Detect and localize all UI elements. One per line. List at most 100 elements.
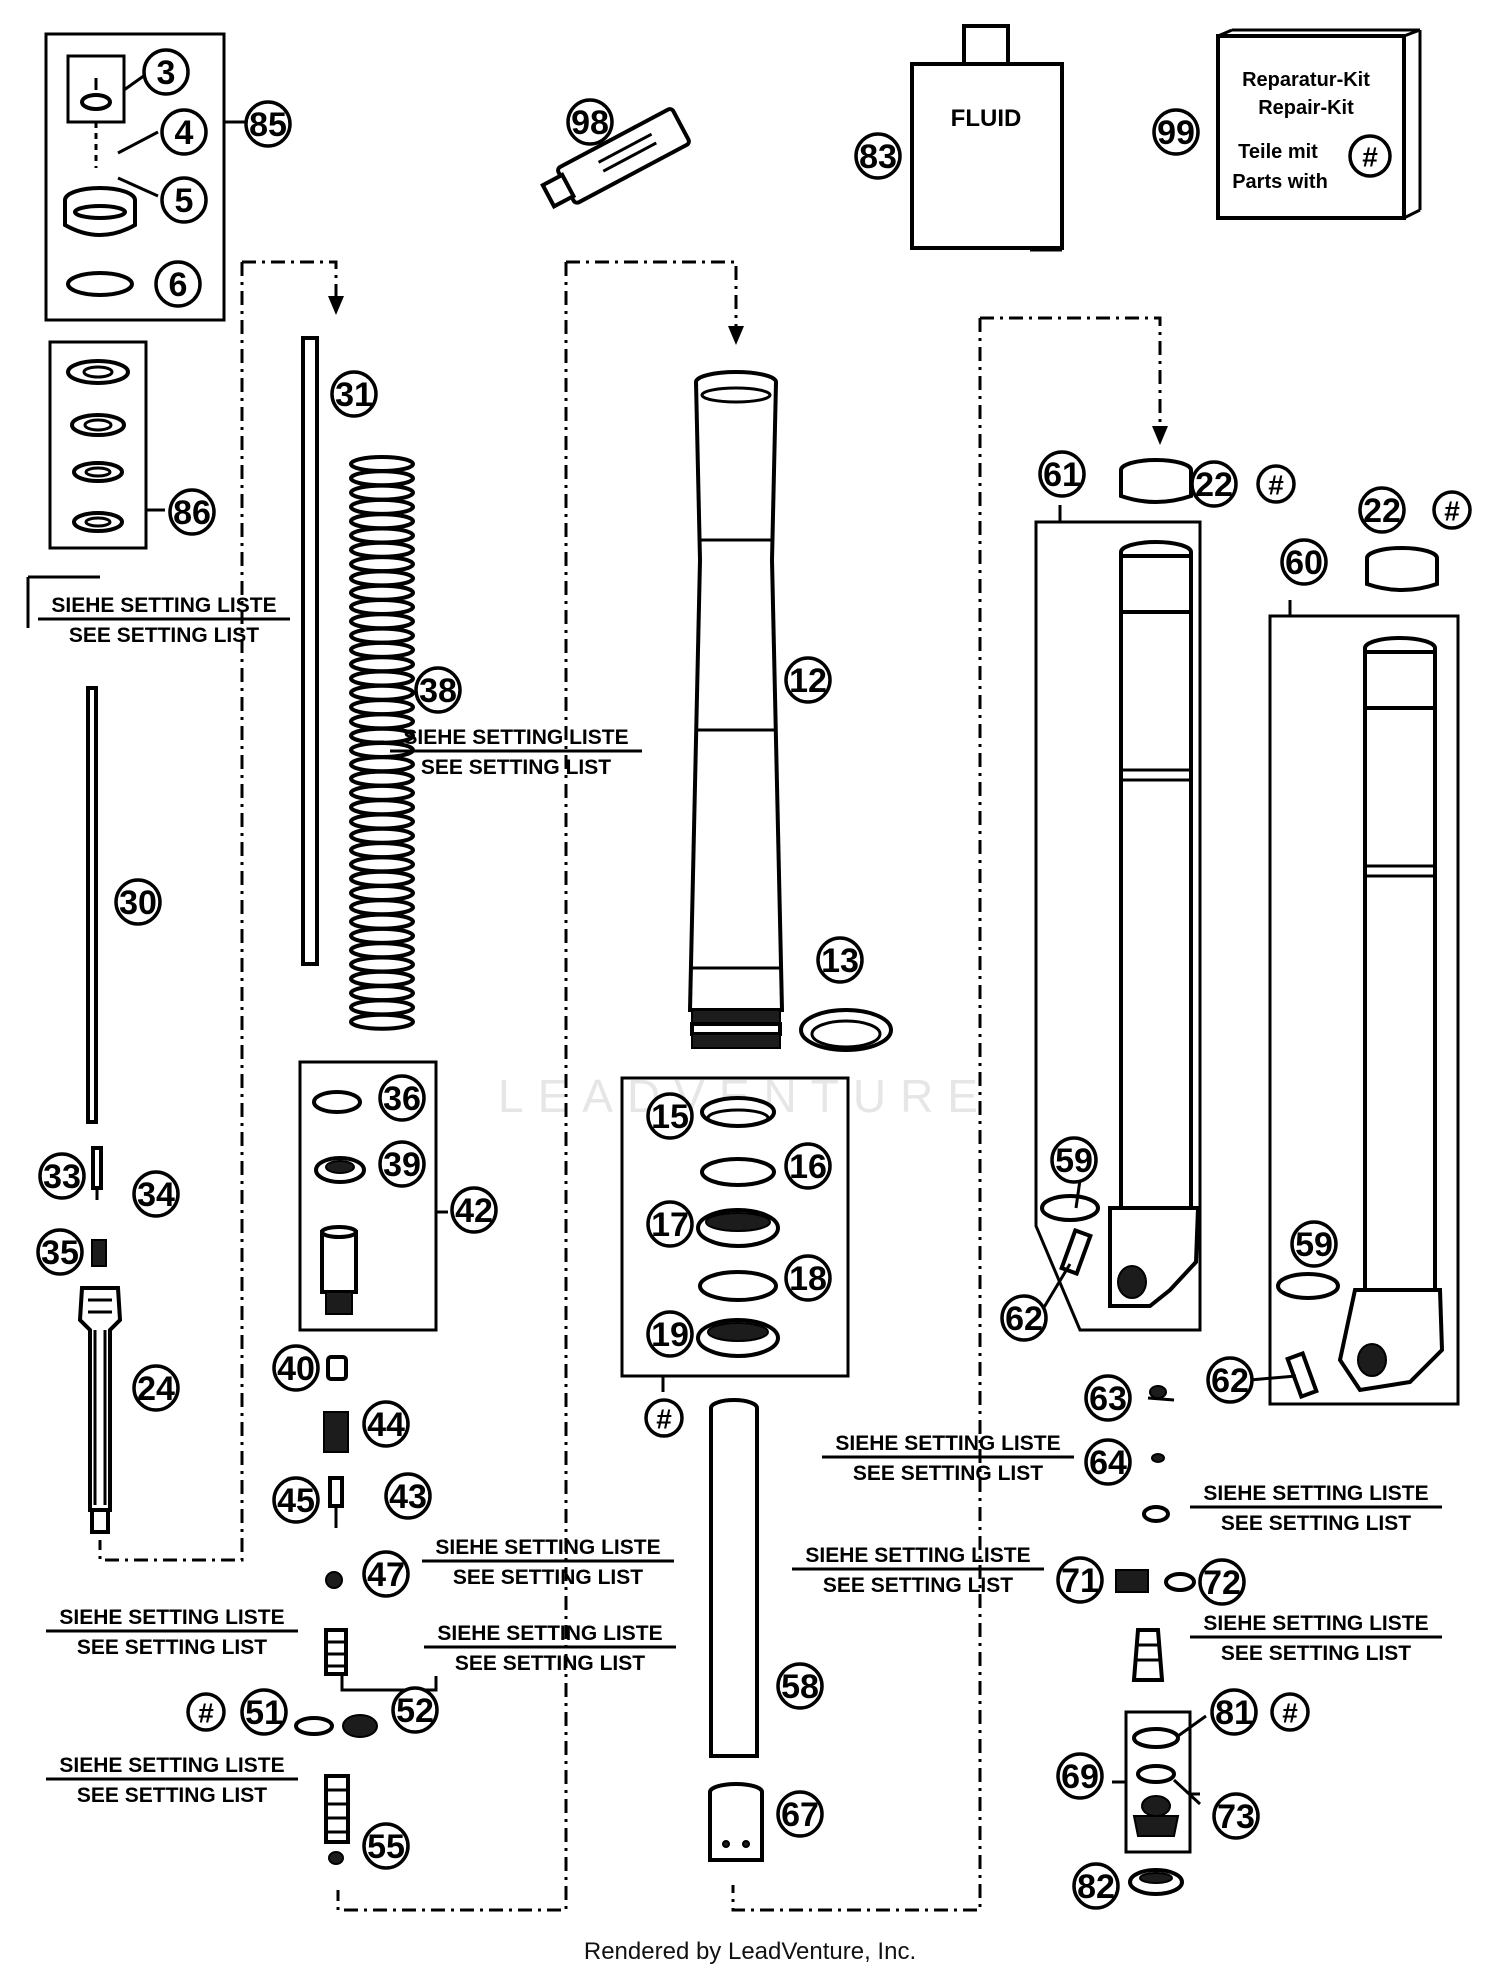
part-52-valve-seat	[342, 1714, 378, 1738]
callout-31: 31	[330, 370, 378, 418]
part-40-plug	[326, 1355, 348, 1381]
part-39-washer	[314, 1156, 366, 1184]
svg-text:60: 60	[1285, 544, 1323, 582]
spring-coil	[349, 926, 415, 945]
footer-credit: Rendered by LeadVenture, Inc.	[583, 1938, 917, 1965]
spring-coil	[349, 483, 415, 502]
svg-text:SEE SETTING LIST: SEE SETTING LIST	[77, 1636, 267, 1659]
svg-text:98: 98	[571, 104, 609, 142]
callout-35: 35	[36, 1228, 84, 1276]
callout-86: 86	[168, 488, 216, 536]
svg-text:30: 30	[119, 884, 157, 922]
spring-coil	[349, 812, 415, 831]
svg-text:15: 15	[651, 1098, 689, 1136]
svg-text:18: 18	[789, 1260, 827, 1298]
part-67-tube-bushing	[708, 1782, 764, 1862]
svg-text:51: 51	[245, 1694, 283, 1732]
svg-text:36: 36	[383, 1080, 421, 1118]
callout-6: 6	[154, 260, 202, 308]
hash-badge: #	[1432, 490, 1472, 530]
setting-list-note: SIEHE SETTING LISTE SEE SETTING LIST	[38, 594, 290, 647]
svg-text:83: 83	[859, 138, 897, 176]
spring-coil	[349, 640, 415, 659]
svg-text:SEE SETTING LIST: SEE SETTING LIST	[421, 756, 611, 779]
svg-text:SIEHE SETTING LISTE: SIEHE SETTING LISTE	[835, 1432, 1060, 1455]
spring-coil	[349, 998, 415, 1017]
svg-text:16: 16	[789, 1148, 827, 1186]
spring-coil	[349, 869, 415, 888]
hash-badge: #	[186, 1692, 226, 1732]
spring-coil	[349, 769, 415, 788]
svg-text:40: 40	[277, 1350, 315, 1388]
setting-list-note: SIEHE SETTING LISTE SEE SETTING LIST	[422, 1536, 674, 1589]
svg-text:82: 82	[1077, 1868, 1115, 1906]
callout-62: 62	[1000, 1294, 1048, 1342]
callout-58: 58	[776, 1662, 824, 1710]
part-22-bushing-top-b	[1365, 546, 1439, 592]
part-damper-rod	[86, 686, 98, 1124]
svg-text:62: 62	[1211, 1362, 1249, 1400]
svg-text:42: 42	[455, 1192, 493, 1230]
svg-text:SEE SETTING LIST: SEE SETTING LIST	[453, 1566, 643, 1589]
svg-text:71: 71	[1061, 1562, 1099, 1600]
svg-text:58: 58	[781, 1668, 819, 1706]
spring-coil	[349, 497, 415, 516]
part-99-repair-kit-box	[1216, 28, 1422, 220]
fork-leg-61-box	[1034, 520, 1202, 1332]
part-oring-6	[66, 271, 134, 297]
part-73-oring	[1136, 1764, 1176, 1784]
callout-55: 55	[362, 1822, 410, 1870]
callout-22: 22	[1190, 460, 1238, 508]
svg-text:19: 19	[651, 1316, 689, 1354]
callout-5: 5	[160, 176, 208, 224]
spring-coil	[349, 826, 415, 845]
valve-kit-box	[298, 1060, 438, 1332]
part-15-bushing	[700, 1096, 776, 1128]
callout-18: 18	[784, 1254, 832, 1302]
callout-43: 43	[384, 1472, 432, 1520]
part-62-bolt-b	[1285, 1350, 1319, 1400]
svg-text:24: 24	[137, 1370, 175, 1408]
svg-text:45: 45	[277, 1482, 315, 1520]
repair-kit-text: Reparatur-Kit Repair-Kit Teile mit Parts…	[1232, 69, 1370, 193]
callout-16: 16	[784, 1142, 832, 1190]
svg-text:85: 85	[249, 106, 287, 144]
svg-text:34: 34	[137, 1176, 175, 1214]
hash-badge: #	[1256, 464, 1296, 504]
part-44-spring	[323, 1411, 349, 1453]
dashed-routing-lines	[98, 260, 1162, 1912]
callout-3: 3	[142, 48, 190, 96]
part-71-spring	[1115, 1569, 1149, 1593]
part-tapered-spring	[1131, 1628, 1165, 1682]
svg-text:SIEHE SETTING LISTE: SIEHE SETTING LISTE	[435, 1536, 660, 1559]
svg-text:61: 61	[1043, 456, 1081, 494]
callout-19: 19	[646, 1310, 694, 1358]
svg-text:43: 43	[389, 1478, 427, 1516]
arrowheads	[328, 296, 1168, 445]
fork-leg-60-box	[1268, 614, 1460, 1406]
spring-coil	[349, 555, 415, 574]
callout-22-b: 22	[1358, 486, 1406, 534]
part-64-ball	[1151, 1453, 1165, 1463]
callout-47: 47	[362, 1550, 410, 1598]
callout-51: 51	[240, 1688, 288, 1736]
svg-text:SIEHE SETTING LISTE: SIEHE SETTING LISTE	[51, 594, 276, 617]
part-98-grease-tube	[540, 107, 691, 210]
svg-text:#: #	[1444, 496, 1460, 527]
callout-67: 67	[776, 1790, 824, 1838]
callout-44: 44	[362, 1400, 410, 1448]
callout-15: 15	[646, 1092, 694, 1140]
svg-text:SEE SETTING LIST: SEE SETTING LIST	[69, 624, 259, 647]
spring-coil	[349, 855, 415, 874]
part-69-valve-body	[1132, 1795, 1180, 1837]
svg-text:35: 35	[41, 1234, 79, 1272]
part-58-inner-tube	[709, 1398, 759, 1758]
